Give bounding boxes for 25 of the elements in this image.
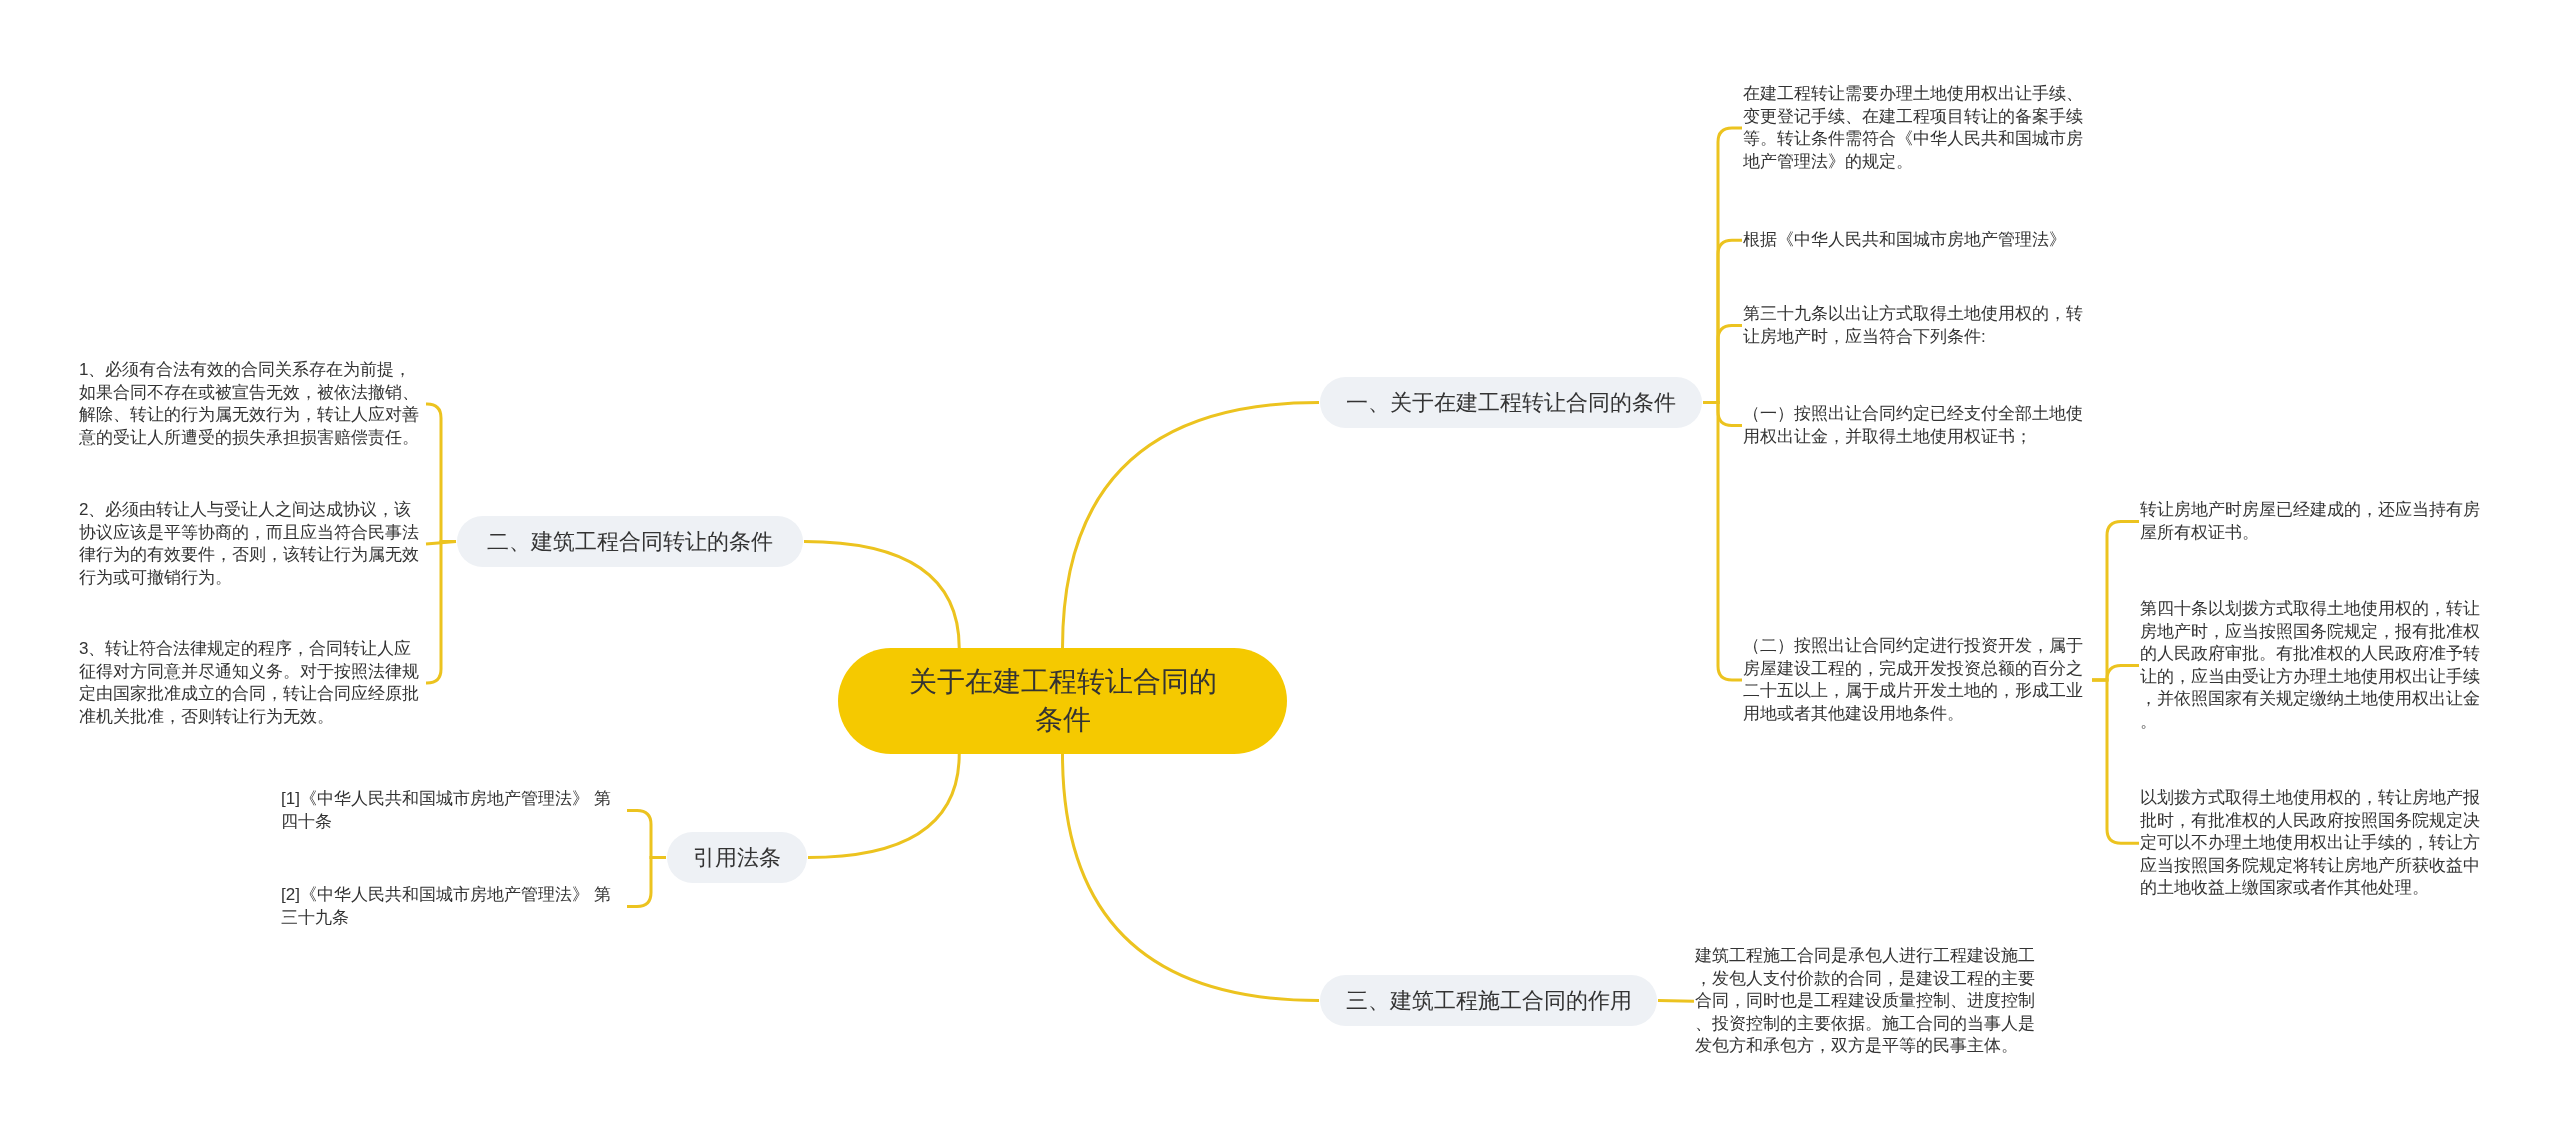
topic-pill: 三、建筑工程施工合同的作用 <box>1320 975 1657 1026</box>
connector-line <box>1657 999 1695 1003</box>
note-text: 2、必须由转让人与受让人之间达成协议，该协议应该是平等协商的，而且应当符合民事法律行为的有效要件，否则，该转让行为属无效行为或可撤销行为。 <box>79 499 425 589</box>
note-text: 3、转让符合法律规定的程序，合同转让人应征得对方同意并尽通知义务。对于按照法律规定由国家批准成立的合同，转让合同应经原批准机关批准，否则转让行为无效。 <box>79 638 425 728</box>
note-text: 以划拨方式取得土地使用权的，转让房地产报批时，有批准权的人民政府按照国务院规定决定可以不办理土地使用权出让手续的，转让方应当按照国务院规定将转让房地产所获收益中的土地收益上缴国家或者作其他处理。 <box>2140 787 2488 900</box>
topic-pill: 二、建筑工程合同转让的条件 <box>457 516 803 567</box>
connector-line <box>1061 753 1320 1002</box>
note-text: 在建工程转让需要办理土地使用权出让手续、变更登记手续、在建工程项目转让的备案手续等。转让条件需符合《中华人民共和国城市房地产管理法》的规定。 <box>1743 83 2091 173</box>
connector-line <box>803 540 961 649</box>
note-text: 1、必须有合法有效的合同关系存在为前提，如果合同不存在或被宣告无效，被依法撤销、解除、转让的行为属无效行为，转让人应对善意的受让人所遭受的损失承担损害赔偿责任。 <box>79 359 425 449</box>
note-text: 根据《中华人民共和国城市房地产管理法》 <box>1743 229 2091 252</box>
note-text: 转让房地产时房屋已经建成的，还应当持有房屋所有权证书。 <box>2140 499 2488 544</box>
note-text: （二）按照出让合同约定进行投资开发，属于房屋建设工程的，完成开发投资总额的百分之二十五以上，属于成片开发土地的，形成工业用地或者其他建设用地条件。 <box>1743 635 2091 725</box>
connector-line <box>627 856 666 908</box>
connector-line <box>1061 401 1320 649</box>
note-text: 建筑工程施工合同是承包人进行工程建设施工，发包人支付价款的合同，是建设工程的主要合同，同时也是工程建设质量控制、进度控制、投资控制的主要依据。施工合同的当事人是发包方和承包方，双方是平等的民事主体。 <box>1695 945 2043 1058</box>
note-text: 第四十条以划拨方式取得土地使用权的，转让房地产时，应当按照国务院规定，报有批准权的人民政府审批。有批准权的人民政府准予转让的，应当由受让方办理土地使用权出让手续，并依照国家有关规定缴纳土地使用权出让金。 <box>2140 598 2488 733</box>
connector-line <box>807 753 961 859</box>
central-topic: 关于在建工程转让合同的条件 <box>838 648 1287 754</box>
topic-pill: 引用法条 <box>667 832 807 883</box>
note-text: （一）按照出让合同约定已经支付全部土地使用权出让金，并取得土地使用权证书； <box>1743 403 2091 448</box>
note-text: 第三十九条以出让方式取得土地使用权的，转让房地产时，应当符合下列条件: <box>1743 303 2091 348</box>
topic-pill: 一、关于在建工程转让合同的条件 <box>1320 377 1702 428</box>
note-text: [1]《中华人民共和国城市房地产管理法》 第四十条 <box>281 788 626 833</box>
note-text: [2]《中华人民共和国城市房地产管理法》 第三十九条 <box>281 884 626 929</box>
